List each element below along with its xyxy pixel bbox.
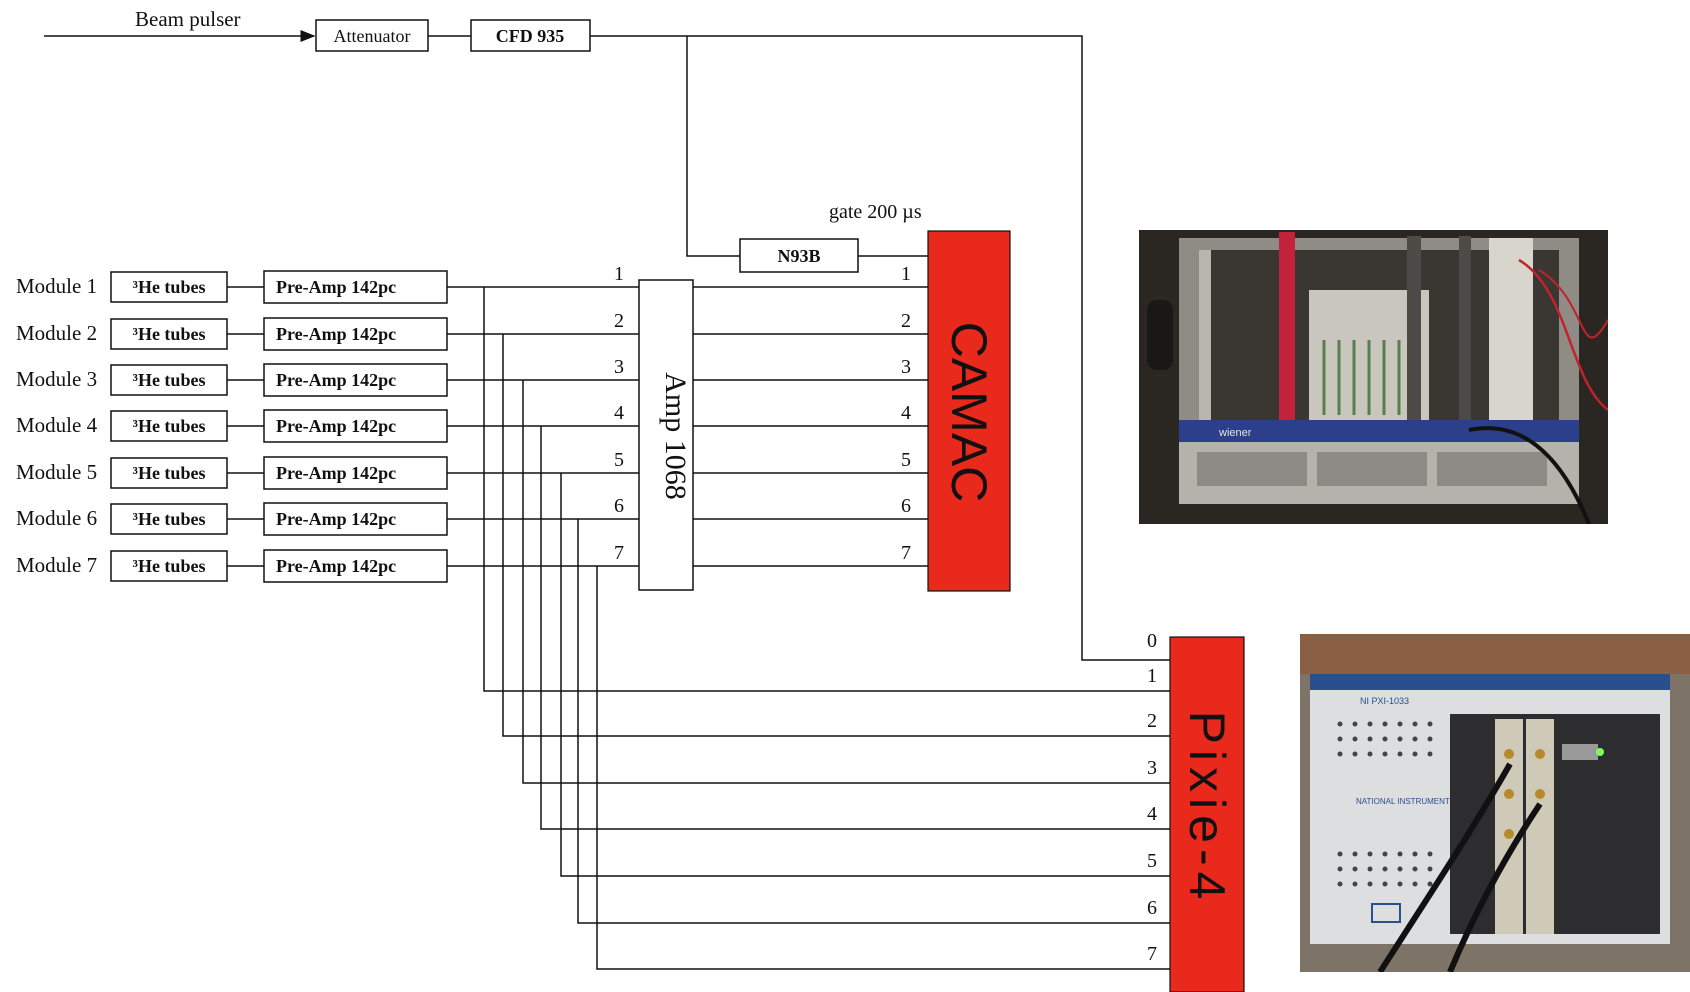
camac-crate-photo: wiener	[1139, 230, 1608, 524]
preamp-label: Pre-Amp 142pc	[276, 324, 396, 344]
camac-input-number: 2	[901, 310, 911, 332]
attenuator-box: Attenuator	[316, 20, 428, 51]
pixie-label: Pixie-4	[1179, 711, 1235, 906]
n93b-label: N93B	[777, 246, 820, 266]
tap-to-pixie-line	[503, 334, 1170, 736]
gate-note: gate 200 µs	[829, 201, 922, 223]
beam-pulser-label: Beam pulser	[135, 7, 241, 31]
amp-box: Amp 1068	[639, 280, 693, 590]
camac-input-number: 1	[901, 263, 911, 285]
camac-label: CAMAC	[941, 322, 997, 503]
attenuator-label: Attenuator	[334, 26, 411, 46]
pixie-input-number: 6	[1147, 897, 1157, 919]
camac-input-number: 4	[901, 402, 911, 424]
module-row: Module 1 ³He tubes Pre-Amp 142pc	[16, 271, 447, 303]
camac-input-number: 7	[901, 542, 911, 564]
camac-box: CAMAC	[928, 231, 1010, 591]
cfd-label: CFD 935	[496, 26, 565, 46]
module-row: Module 6 ³He tubes Pre-Amp 142pc	[16, 503, 447, 535]
pixie-input-number: 3	[1147, 757, 1157, 779]
preamp-label: Pre-Amp 142pc	[276, 416, 396, 436]
pixie-box: Pixie-4	[1170, 637, 1244, 992]
cfd-box: CFD 935	[471, 20, 590, 51]
camac-input-number: 5	[901, 449, 911, 471]
module-label: Module 5	[16, 460, 97, 484]
pixie-input-number: 1	[1147, 665, 1157, 687]
module-label: Module 6	[16, 506, 97, 530]
amp-input-number: 4	[614, 402, 624, 424]
he-tube-label: ³He tubes	[133, 509, 206, 529]
pxi-chassis-brand: NATIONAL INSTRUMENTS	[1356, 797, 1455, 806]
tap-to-pixie-line	[541, 426, 1170, 829]
camac-input-number: 3	[901, 356, 911, 378]
tap-to-pixie-line	[597, 566, 1170, 969]
amp-input-number: 6	[614, 495, 624, 517]
tap-to-pixie-line	[523, 380, 1170, 783]
module-label: Module 1	[16, 274, 97, 298]
amp-input-number: 3	[614, 356, 624, 378]
pixie-input-number: 0	[1147, 630, 1157, 652]
he-tube-label: ³He tubes	[133, 370, 206, 390]
he-tube-label: ³He tubes	[133, 416, 206, 436]
amp-input-number: 2	[614, 310, 624, 332]
preamp-label: Pre-Amp 142pc	[276, 277, 396, 297]
preamp-label: Pre-Amp 142pc	[276, 509, 396, 529]
module-label: Module 3	[16, 367, 97, 391]
pxi-chassis-photo: NI PXI-1033 NATIONAL INSTRUMENTS	[1300, 634, 1690, 972]
he-tube-label: ³He tubes	[133, 277, 206, 297]
module-row: Module 4 ³He tubes Pre-Amp 142pc	[16, 410, 447, 442]
module-row: Module 2 ³He tubes Pre-Amp 142pc	[16, 318, 447, 350]
he-tube-label: ³He tubes	[133, 324, 206, 344]
amp-input-number: 1	[614, 263, 624, 285]
pixie-input-number: 5	[1147, 850, 1157, 872]
preamp-label: Pre-Amp 142pc	[276, 463, 396, 483]
module-row: Module 5 ³He tubes Pre-Amp 142pc	[16, 457, 447, 489]
camac-crate-brand: wiener	[1218, 427, 1252, 439]
preamp-label: Pre-Amp 142pc	[276, 556, 396, 576]
amp-label: Amp 1068	[659, 372, 692, 500]
module-row: Module 7 ³He tubes Pre-Amp 142pc	[16, 550, 447, 582]
n93b-box: N93B	[740, 239, 858, 272]
he-tube-label: ³He tubes	[133, 556, 206, 576]
pxi-chassis-model: NI PXI-1033	[1360, 696, 1409, 706]
module-label: Module 4	[16, 413, 98, 437]
pixie-input-number: 7	[1147, 943, 1157, 965]
cfd-to-n93b-line	[687, 36, 740, 256]
pixie-input-number: 4	[1147, 803, 1157, 825]
module-row: Module 3 ³He tubes Pre-Amp 142pc	[16, 364, 447, 396]
he-tube-label: ³He tubes	[133, 463, 206, 483]
camac-input-number: 6	[901, 495, 911, 517]
amp-input-number: 5	[614, 449, 624, 471]
pixie-input-number: 2	[1147, 710, 1157, 732]
module-label: Module 2	[16, 321, 97, 345]
amp-input-number: 7	[614, 542, 624, 564]
module-label: Module 7	[16, 553, 97, 577]
tap-to-pixie-line	[484, 287, 1170, 691]
preamp-label: Pre-Amp 142pc	[276, 370, 396, 390]
